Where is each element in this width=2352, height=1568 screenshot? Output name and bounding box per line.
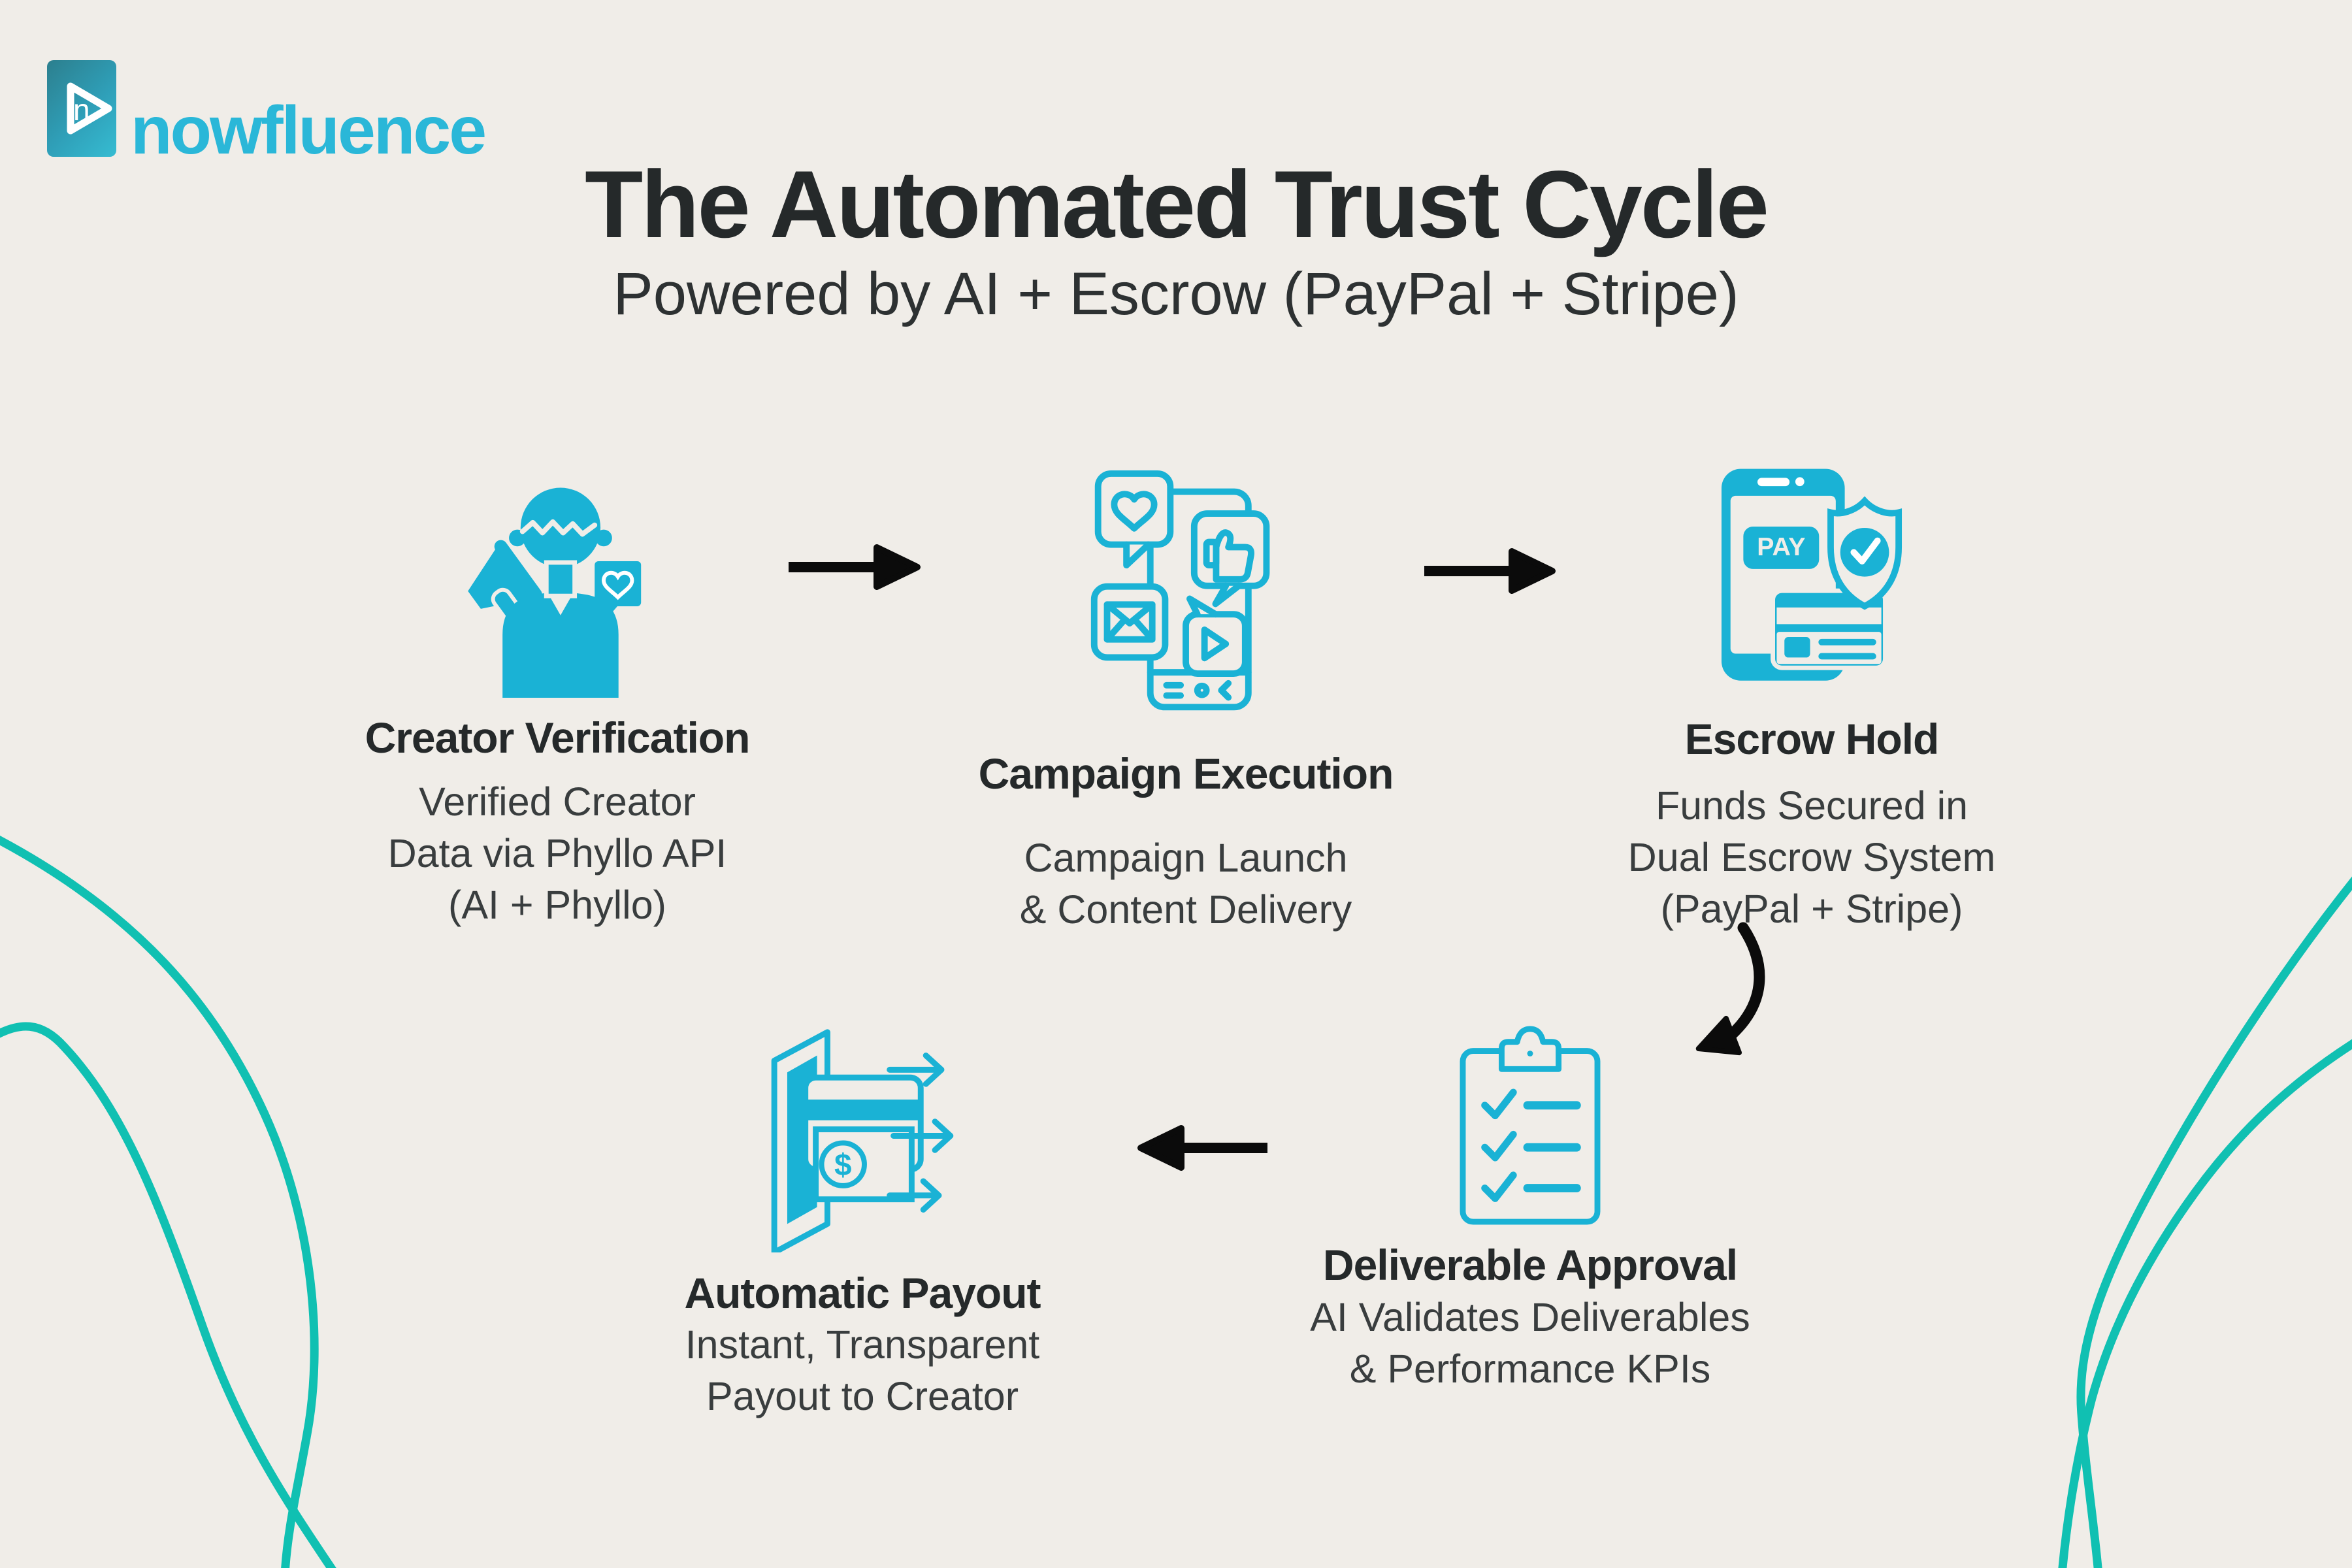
step-body: AI Validates Deliverables & Performance … [1310,1295,1750,1391]
step-title: Creator Verification [365,713,751,762]
right-squiggle-line-2 [2058,1039,2352,1568]
payout-dispenser-icon: $ [771,1029,954,1252]
pay-phone-shield-icon: PAY [1721,468,1903,681]
step-automatic-payout: $ Automatic Payout Instant, Transparent … [536,1019,1189,1437]
creator-megaphone-icon [467,487,641,698]
left-squiggle-line-2 [0,1022,336,1568]
step-creator-verification: Creator Verification Verified Creator Da… [231,466,884,962]
play-n-icon: n [67,82,112,135]
step-body: Campaign Launch & Content Delivery [1019,836,1352,932]
step-body: Verified Creator Data via Phyllo API (AI… [387,779,727,927]
step-title: Escrow Hold [1684,715,1940,763]
dollar-sign: $ [834,1148,851,1183]
step-body: Instant, Transparent Payout to Creator [685,1322,1040,1418]
page-title: The Automated Trust Cycle [585,151,1769,257]
step-deliverable-approval: Deliverable Approval AI Validates Delive… [1203,1022,1857,1441]
step-title: Automatic Payout [684,1269,1041,1317]
phone-social-bubbles-icon [1090,470,1270,711]
page-subtitle: Powered by AI + Escrow (PayPal + Stripe) [613,261,1739,327]
logo-letter: n [73,93,90,127]
right-squiggle-line-1 [2076,876,2352,1568]
step-title: Campaign Execution [978,749,1394,798]
step-body: Funds Secured in Dual Escrow System (Pay… [1627,783,1996,931]
step-campaign-execution: Campaign Execution Campaign Launch & Con… [859,467,1512,964]
clipboard-checklist-icon [1460,1026,1601,1225]
step-title: Deliverable Approval [1322,1241,1738,1289]
nowfluence-wordmark: nowfluence [131,93,487,169]
pay-label: PAY [1757,532,1805,561]
nowfluence-logo-mark: n [47,60,116,157]
step-escrow-hold: PAY Escrow Hold Funds Secured in Dual Es… [1485,467,2138,964]
